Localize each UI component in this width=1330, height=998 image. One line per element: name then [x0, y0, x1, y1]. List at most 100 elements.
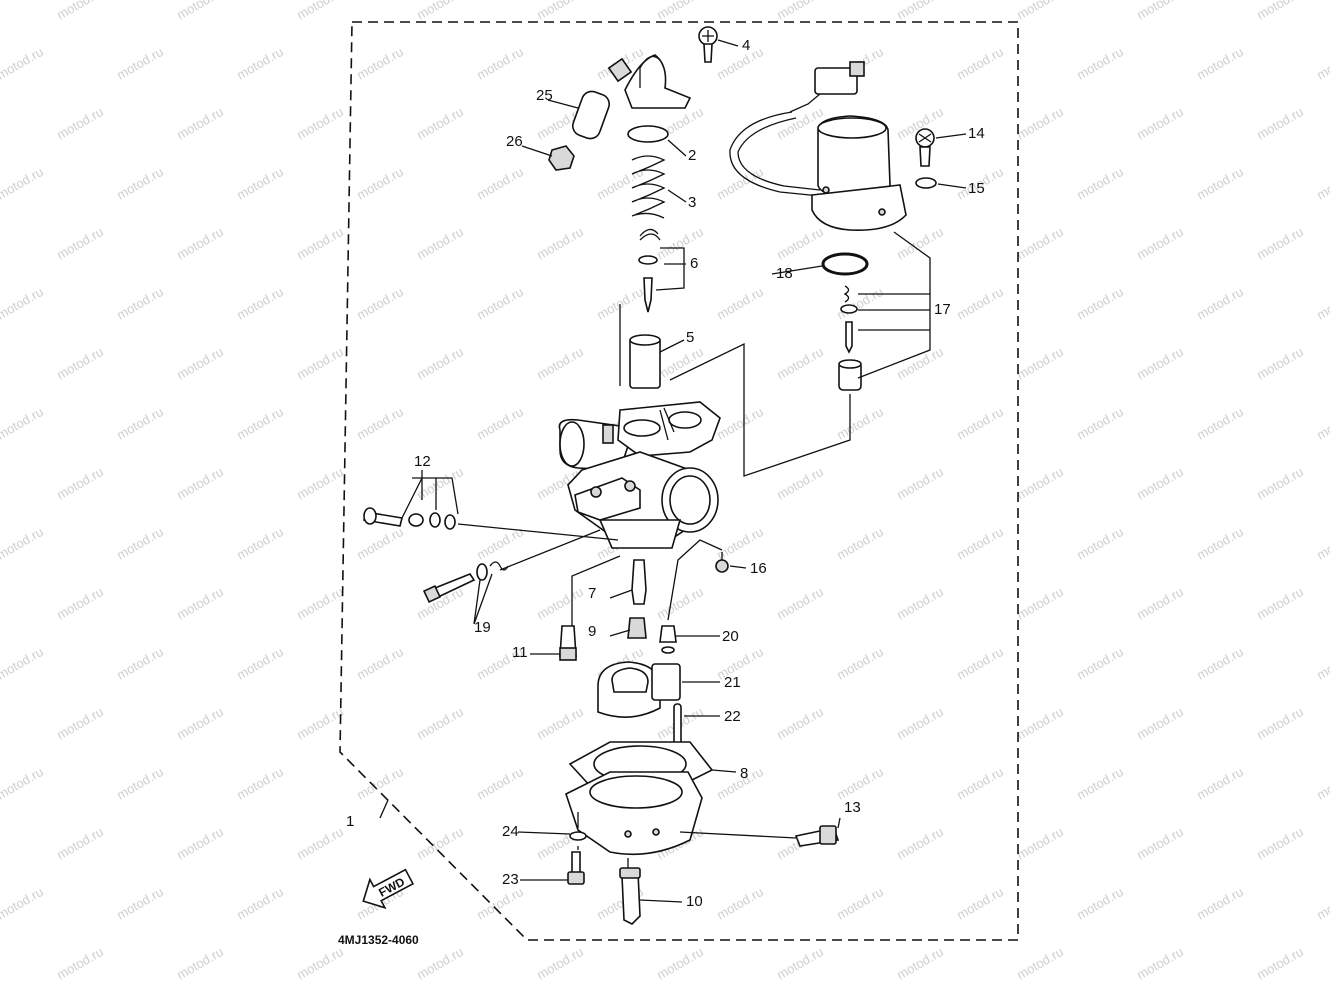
watermark-text: motod.ru — [1254, 824, 1306, 863]
leader-line — [937, 183, 967, 189]
cap-nut-26-part — [548, 145, 575, 171]
watermark-text: motod.ru — [474, 44, 526, 83]
watermark-text: motod.ru — [354, 164, 406, 203]
part-number-17: 17 — [934, 301, 951, 318]
watermark-text: motod.ru — [894, 224, 946, 263]
leader-line — [857, 293, 931, 379]
watermark-text: motod.ru — [234, 44, 286, 83]
watermark-text: motod.ru — [54, 824, 106, 863]
watermark-text: motod.ru — [54, 944, 106, 983]
part-number-16: 16 — [750, 560, 767, 577]
watermark-text: motod.ru — [1134, 224, 1186, 263]
watermark-text: motod.ru — [1074, 524, 1126, 563]
choke-wire — [729, 111, 821, 197]
watermark-text: motod.ru — [774, 584, 826, 623]
watermark-text: motod.ru — [0, 644, 46, 683]
watermark-text: motod.ru — [1074, 884, 1126, 923]
watermark-text: motod.ru — [234, 404, 286, 443]
watermark-text: motod.ru — [894, 704, 946, 743]
watermark-text: motod.ru — [174, 464, 226, 503]
part-number-8: 8 — [740, 765, 748, 782]
watermark-text: motod.ru — [774, 944, 826, 983]
leader-line — [436, 477, 459, 515]
leader-line — [893, 231, 931, 294]
watermark-text: motod.ru — [1314, 764, 1330, 803]
watermark-text: motod.ru — [654, 0, 706, 23]
watermark-text: motod.ru — [834, 764, 886, 803]
auto-choke-unit — [811, 115, 907, 232]
part-number-3: 3 — [688, 194, 696, 211]
watermark-text: motod.ru — [714, 164, 766, 203]
needle-set-6-part — [638, 228, 661, 313]
float-pin-22-part — [673, 703, 682, 745]
cap-tube-25-part — [571, 90, 611, 140]
watermark-text: motod.ru — [294, 104, 346, 143]
watermark-text: motod.ru — [414, 104, 466, 143]
watermark-text: motod.ru — [774, 0, 826, 23]
leader-line — [517, 831, 571, 835]
watermark-text: motod.ru — [1134, 584, 1186, 623]
watermark-text: motod.ru — [54, 224, 106, 263]
watermark-text: motod.ru — [954, 284, 1006, 323]
watermark-text: motod.ru — [174, 944, 226, 983]
watermark-text: motod.ru — [294, 704, 346, 743]
watermark-text: motod.ru — [174, 704, 226, 743]
watermark-text: motod.ru — [894, 464, 946, 503]
watermark-text: motod.ru — [114, 164, 166, 203]
watermark-text: motod.ru — [834, 284, 886, 323]
pilot-screw-set-12 — [363, 507, 456, 530]
leader-line — [639, 899, 683, 903]
watermark-text: motod.ru — [1314, 44, 1330, 83]
watermark-text: motod.ru — [1254, 344, 1306, 383]
part-number-24: 24 — [502, 823, 519, 840]
watermark-text: motod.ru — [174, 0, 226, 23]
watermark-text: motod.ru — [1074, 44, 1126, 83]
watermark-text: motod.ru — [714, 404, 766, 443]
leader-line — [669, 342, 851, 477]
part-number-22: 22 — [724, 708, 741, 725]
leader-line — [771, 265, 823, 275]
leader-line — [547, 99, 579, 109]
spring-3-part — [631, 155, 666, 219]
watermark-text: motod.ru — [774, 224, 826, 263]
watermark-text: motod.ru — [1074, 764, 1126, 803]
watermark-text: motod.ru — [654, 944, 706, 983]
leader-line — [571, 555, 621, 626]
watermark-text: motod.ru — [1014, 104, 1066, 143]
watermark-text: motod.ru — [414, 0, 466, 23]
watermark-text: motod.ru — [294, 344, 346, 383]
watermark-text: motod.ru — [1314, 164, 1330, 203]
watermark-text: motod.ru — [234, 644, 286, 683]
part-number-10: 10 — [686, 893, 703, 910]
watermark-text: motod.ru — [1314, 644, 1330, 683]
watermark-text: motod.ru — [54, 704, 106, 743]
leader-line — [667, 139, 687, 157]
watermark-text: motod.ru — [1134, 0, 1186, 23]
leader-line — [473, 573, 493, 625]
watermark-text: motod.ru — [534, 344, 586, 383]
leader-line — [609, 629, 631, 637]
watermark-text: motod.ru — [474, 764, 526, 803]
assembly-boundary — [339, 21, 1019, 941]
part-number-25: 25 — [536, 87, 553, 104]
part-number-2: 2 — [688, 147, 696, 164]
drain-hose-10-part — [619, 867, 641, 925]
watermark-text: motod.ru — [294, 464, 346, 503]
main-jet-9-part — [627, 617, 647, 639]
watermark-text: motod.ru — [894, 944, 946, 983]
watermark-text: motod.ru — [54, 344, 106, 383]
watermark-text: motod.ru — [114, 284, 166, 323]
watermark-text: motod.ru — [1314, 404, 1330, 443]
leader-line — [655, 247, 685, 291]
watermark-text: motod.ru — [54, 464, 106, 503]
watermark-text: motod.ru — [474, 284, 526, 323]
washer-15-part — [915, 177, 937, 189]
watermark-text: motod.ru — [1194, 284, 1246, 323]
screw-4-part — [698, 26, 718, 63]
part-number-9: 9 — [588, 623, 596, 640]
watermark-text: motod.ru — [294, 584, 346, 623]
watermark-text: motod.ru — [1014, 224, 1066, 263]
watermark-text: motod.ru — [834, 644, 886, 683]
part-number-7: 7 — [588, 585, 596, 602]
